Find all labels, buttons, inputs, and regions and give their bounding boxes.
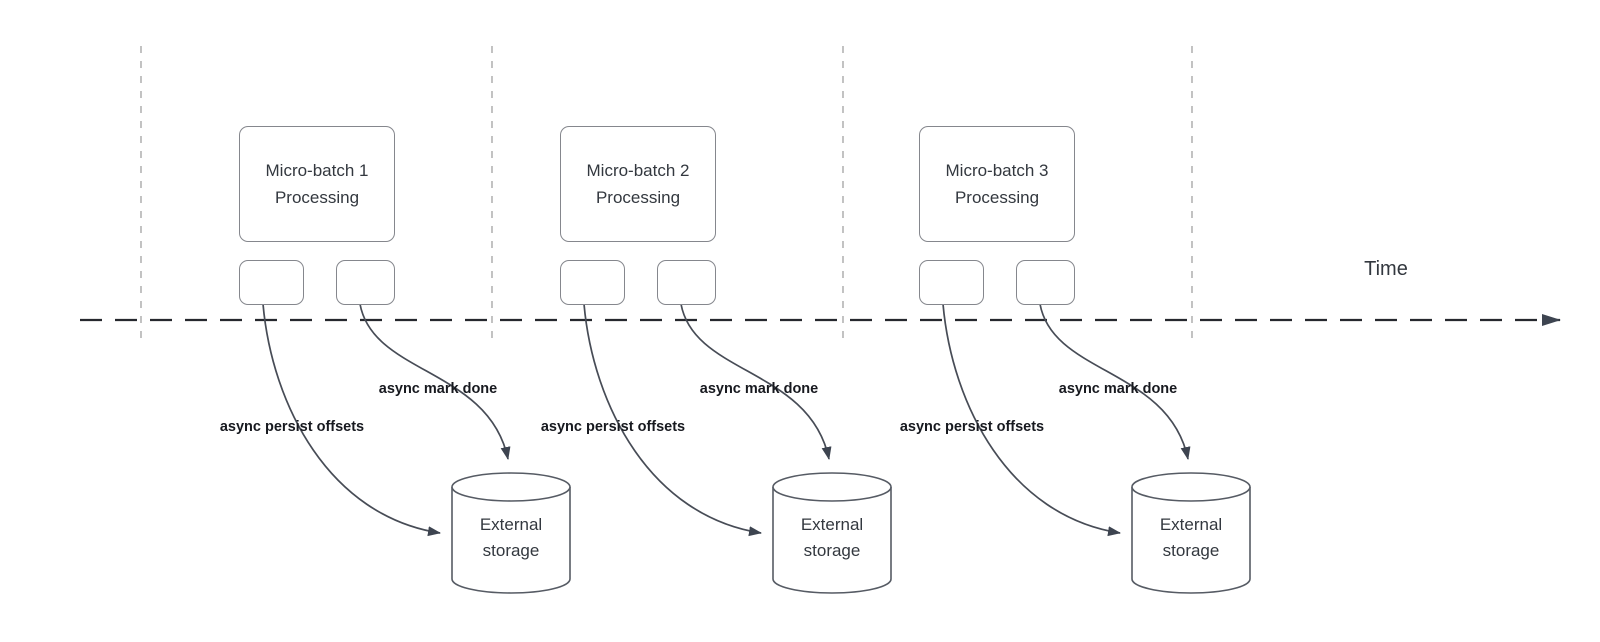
- mark-done-label: async mark done: [1058, 381, 1178, 397]
- external-storage-label: External storage: [452, 512, 570, 564]
- external-storage-label: External storage: [773, 512, 891, 564]
- mark-done-arrow: [359, 303, 511, 460]
- mark-done-box: [657, 260, 716, 305]
- processing-box-label: Micro-batch 1 Processing: [265, 161, 369, 207]
- storage-cylinder-body: [1131, 487, 1251, 594]
- external-storage-text: External storage: [1159, 515, 1223, 560]
- processing-box-label: Micro-batch 2 Processing: [586, 161, 690, 207]
- persist-offsets-arrow: [262, 303, 441, 537]
- processing-box: Micro-batch 3 Processing: [919, 126, 1075, 242]
- storage-cylinder-top: [772, 472, 892, 502]
- mark-done-arrow: [680, 303, 832, 460]
- persist-offsets-label: async persist offsets: [219, 419, 365, 435]
- persist-offsets-arrow: [583, 303, 762, 537]
- processing-box-label: Micro-batch 3 Processing: [945, 161, 1049, 207]
- offset-commit-box: [239, 260, 304, 305]
- mark-done-arrow: [1039, 303, 1191, 460]
- mark-done-label: async mark done: [378, 381, 498, 397]
- processing-box: Micro-batch 2 Processing: [560, 126, 716, 242]
- storage-cylinder-body: [772, 487, 892, 594]
- offset-commit-box: [919, 260, 984, 305]
- mark-done-box: [336, 260, 395, 305]
- external-storage-label: External storage: [1132, 512, 1250, 564]
- persist-offsets-label: async persist offsets: [540, 419, 686, 435]
- processing-box: Micro-batch 1 Processing: [239, 126, 395, 242]
- time-axis-label: Time: [1364, 258, 1408, 280]
- persist-offsets-arrow: [942, 303, 1121, 537]
- external-storage-text: External storage: [800, 515, 864, 560]
- storage-cylinder-body: [451, 487, 571, 594]
- external-storage-text: External storage: [479, 515, 543, 560]
- storage-cylinder-top: [451, 472, 571, 502]
- offset-commit-box: [560, 260, 625, 305]
- mark-done-box: [1016, 260, 1075, 305]
- storage-cylinder-top: [1131, 472, 1251, 502]
- mark-done-label: async mark done: [699, 381, 819, 397]
- persist-offsets-label: async persist offsets: [899, 419, 1045, 435]
